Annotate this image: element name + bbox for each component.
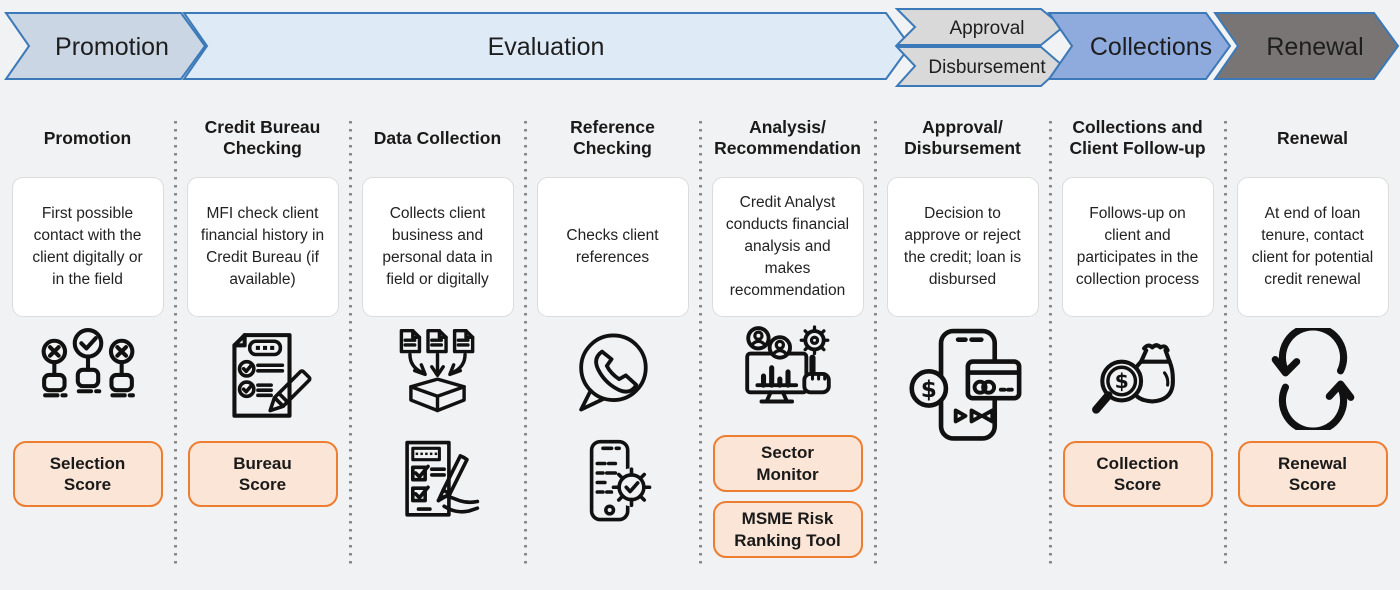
stage-renewal-label: Renewal [1266,33,1363,61]
candidate-selection-icon [37,317,139,441]
stage-collections-label: Collections [1090,33,1212,61]
badges: Selection Score [12,441,163,507]
stage-disbursement-shape [894,46,1065,87]
column-promotion: Promotion First possible contact with th… [0,95,175,590]
column-title: Approval/ Disbursement [904,117,1021,158]
stage-renewal-shape [1213,12,1400,80]
column-approval-disbursement: Approval/ Disbursement Decision to appro… [873,95,1050,590]
column-analysis-recommendation: Analysis/ Recommendation Credit Analyst … [698,95,875,590]
bureau-report-icon [212,317,314,441]
column-description-card: Decision to approve or reject the credit… [886,177,1039,317]
stage-collections-shape [1047,12,1232,80]
phone-call-icon [565,317,660,427]
column-description-card: Follows-up on client and participates in… [1061,177,1214,317]
column-description-card: First possible contact with the client d… [11,177,164,317]
sector-monitor-badge: Sector Monitor [712,435,863,492]
column-renewal: Renewal At end of loan tenure, contact c… [1223,95,1400,590]
collection-search-icon: $ [1087,317,1189,441]
badges: Renewal Score [1237,441,1388,507]
column-description-card: Checks client references [536,177,689,317]
column-description-card: At end of loan tenure, contact client fo… [1236,177,1389,317]
column-title: Collections and Client Follow-up [1069,117,1206,158]
svg-text:$: $ [1114,369,1128,393]
msme-risk-ranking-tool-badge: MSME Risk Ranking Tool [712,501,863,558]
mobile-gear-icon [565,427,660,537]
svg-text:$: $ [920,376,936,403]
checklist-writing-icon [390,427,485,537]
stage-approval-shape [894,8,1065,46]
stage-promotion-shape [4,12,207,80]
column-credit-bureau-checking: Credit Bureau Checking MFI check client … [173,95,350,590]
mobile-payment-icon: $ [902,317,1024,455]
badges: Sector Monitor MSME Risk Ranking Tool [712,435,863,558]
bureau-score-badge: Bureau Score [187,441,338,507]
column-data-collection: Data Collection Collects client business… [348,95,525,590]
selection-score-badge: Selection Score [12,441,163,507]
column-title: Promotion [43,127,132,148]
analysis-dashboard-icon [737,317,839,435]
column-title: Renewal [1277,127,1348,148]
column-description-card: Collects client business and personal da… [361,177,514,317]
process-stage-banner: Promotion Evaluation Approval Disburseme… [4,8,1400,87]
stage-promotion-label: Promotion [55,33,169,61]
column-reference-checking: Reference Checking Checks client referen… [523,95,700,590]
documents-merge-icon [390,317,485,427]
process-columns: Promotion First possible contact with th… [0,95,1400,590]
renewal-cycle-icon [1262,317,1364,441]
column-description-card: Credit Analyst conducts financial analys… [711,177,864,317]
stage-evaluation-shape [182,12,912,80]
badges: Collection Score [1062,441,1213,507]
column-collections-follow-up: Collections and Client Follow-up Follows… [1048,95,1225,590]
badges: Bureau Score [187,441,338,507]
column-description-card: MFI check client financial history in Cr… [186,177,339,317]
column-title: Data Collection [373,127,502,148]
renewal-score-badge: Renewal Score [1237,441,1388,507]
column-title: Analysis/ Recommendation [714,117,861,158]
column-title: Reference Checking [570,117,655,158]
stage-approval-label: Approval [950,18,1025,39]
stage-disbursement-label: Disbursement [928,57,1046,78]
column-title: Credit Bureau Checking [204,117,321,158]
collection-score-badge: Collection Score [1062,441,1213,507]
stage-evaluation-label: Evaluation [488,33,605,61]
